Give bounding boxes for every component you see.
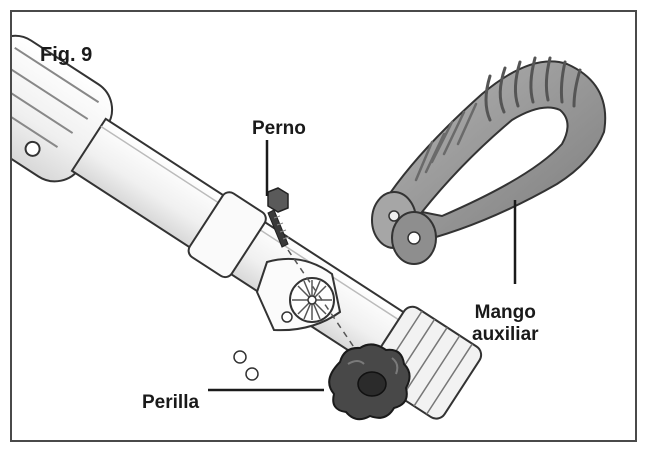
bolt [267,187,290,248]
alignment-line [287,249,365,363]
handle-label-line2: auxiliar [472,323,539,345]
handle-bracket [233,257,342,381]
assembly-illustration [12,34,607,421]
handle-label: Mango auxiliar [472,302,539,346]
knob [328,343,411,421]
handle-label-line1: Mango [474,302,536,323]
figure-frame: Fig. 9 Perno Mango auxiliar Perilla [10,10,637,442]
knob-label: Perilla [142,392,200,413]
auxiliary-handle [371,56,607,265]
bolt-label: Perno [252,118,306,139]
figure-title: Fig. 9 [40,44,93,66]
